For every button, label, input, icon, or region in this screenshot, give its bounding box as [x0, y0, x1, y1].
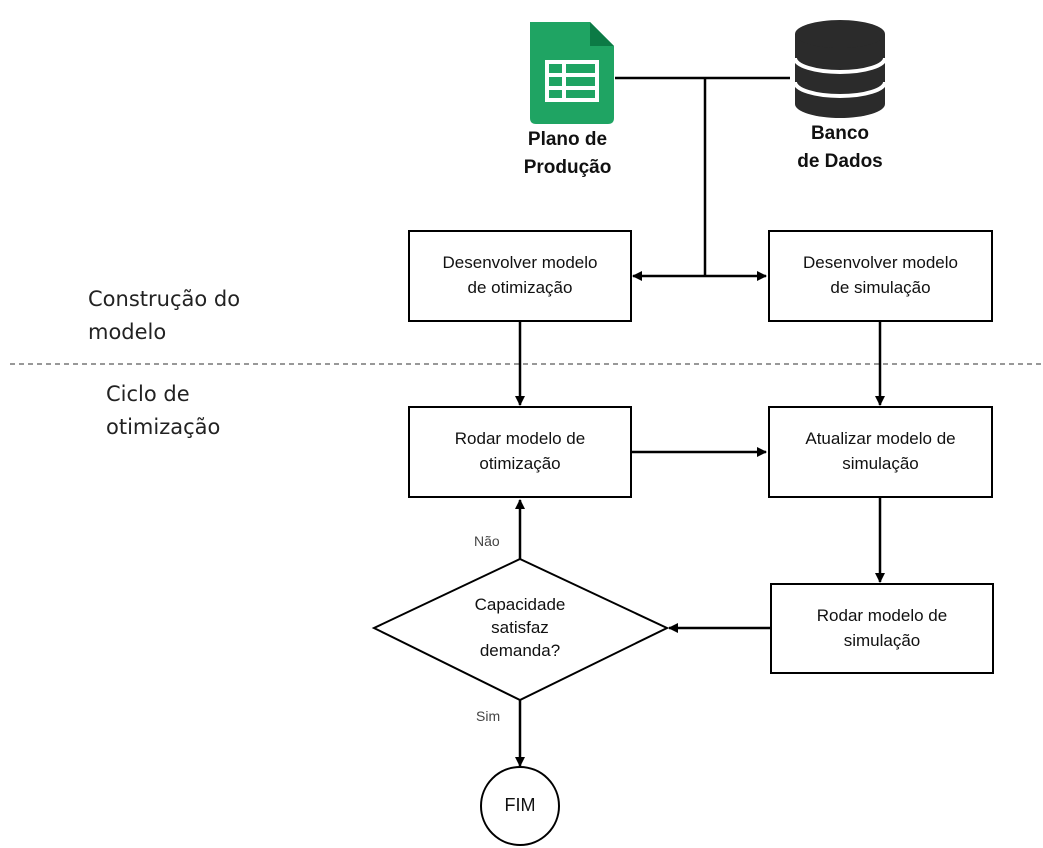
database-label: Banco de Dados: [797, 123, 883, 172]
node-dev-optimization: Desenvolver modelo de otimização: [408, 230, 632, 322]
decision-diamond: [371, 557, 670, 702]
node-update-simulation: Atualizar modelo de simulação: [768, 406, 993, 498]
node-update-simulation-label: Atualizar modelo de simulação: [805, 429, 956, 473]
node-dev-optimization-label: Desenvolver modelo de otimização: [442, 253, 598, 297]
spreadsheet-icon: [530, 22, 614, 124]
node-run-optimization: Rodar modelo de otimização: [408, 406, 632, 498]
end-label: FIM: [504, 795, 536, 815]
source-connector: [615, 76, 790, 281]
edge-label-no: Não: [474, 533, 500, 549]
section-label-cycle: Ciclo de otimização: [106, 382, 221, 439]
decision-label: Capacidade satisfaz demanda?: [474, 595, 566, 660]
database-icon: [793, 20, 887, 118]
node-run-simulation-label: Rodar modelo de simulação: [816, 605, 948, 650]
edge-label-yes: Sim: [476, 708, 501, 724]
end-circle: [480, 766, 560, 846]
flow-arrows: [515, 322, 885, 767]
spreadsheet-label: Plano de Produção: [523, 129, 612, 178]
node-dev-simulation-label: Desenvolver modelo de simulação: [803, 253, 958, 297]
node-run-simulation: Rodar modelo de simulação: [770, 583, 994, 674]
section-label-build: Construção do modelo: [88, 287, 241, 344]
node-dev-simulation: Desenvolver modelo de simulação: [768, 230, 993, 322]
node-run-optimization-label: Rodar modelo de otimização: [454, 429, 586, 473]
